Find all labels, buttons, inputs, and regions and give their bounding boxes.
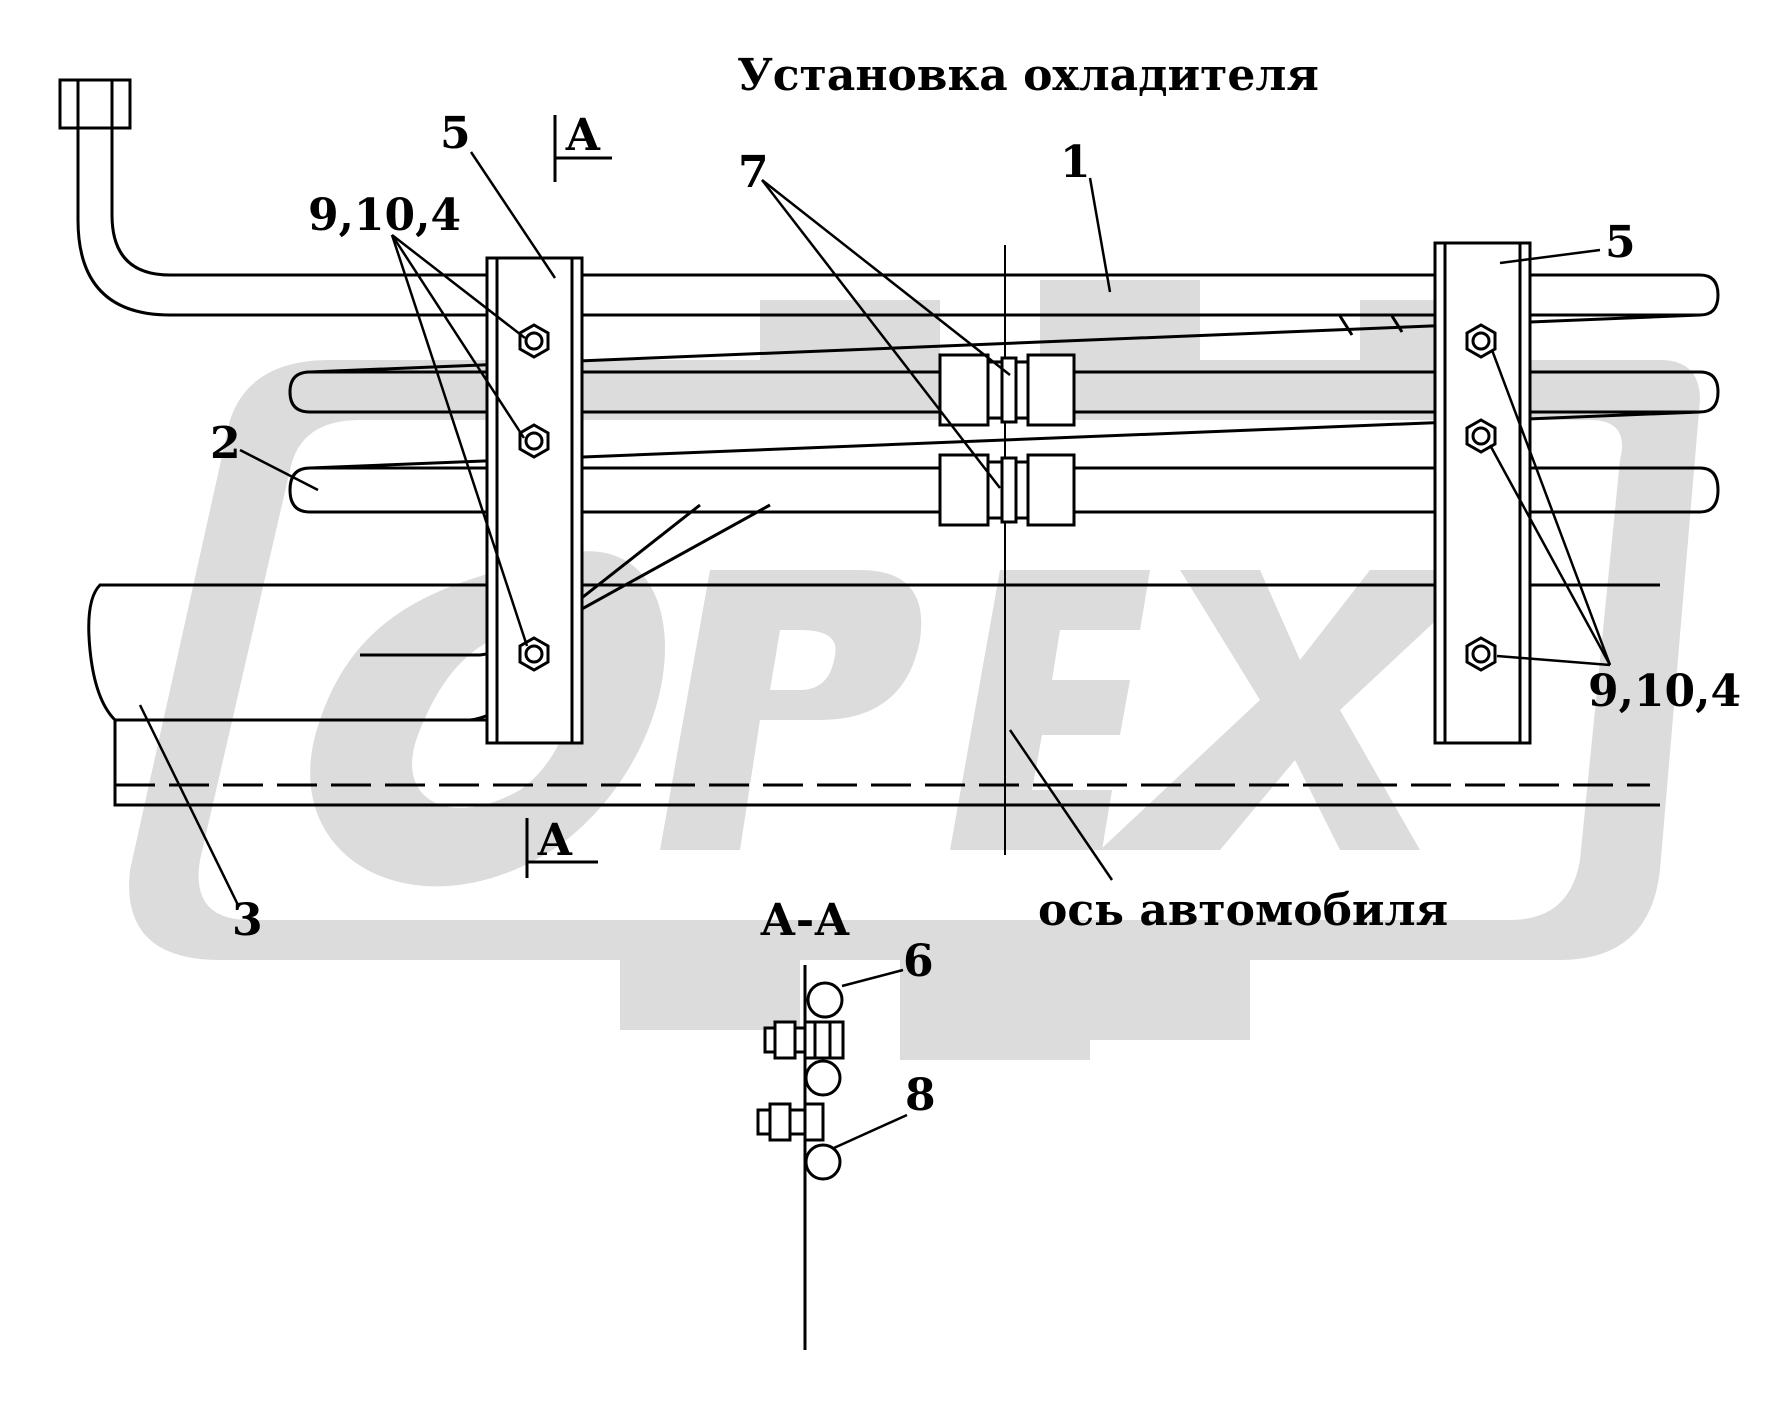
callout-3: 3 [232,895,263,946]
leader-lines [138,151,1612,1154]
bolt-left-1 [518,323,550,359]
watermark-logo [129,280,1700,1060]
bolt-left-3 [518,636,550,672]
callout-1: 1 [1060,137,1091,188]
coupling-upper [938,353,1076,427]
callout-5-left: 5 [440,108,471,159]
section-bolt-lower [756,1102,825,1142]
watermark-letters [310,551,1490,887]
bolts [518,323,1497,672]
section-mark-top [553,115,612,182]
tube-section-middle [804,1059,842,1097]
bolt-left-2 [518,423,550,459]
drawing-title: Установка охладителя [737,50,1319,101]
callout-5-right: 5 [1605,217,1636,268]
callout-2: 2 [210,418,241,469]
callout-7: 7 [738,147,769,198]
section-view-title: А-А [760,895,850,946]
tube-section-8 [804,1143,842,1181]
callout-9-10-4-right: 9,10,4 [1588,666,1741,717]
section-mark-top-label: А [565,110,601,161]
vehicle-axis-label: ось автомобиля [1038,885,1448,936]
bolt-right-3 [1465,636,1497,672]
section-bolt-upper [763,1020,845,1060]
callout-9-10-4-left: 9,10,4 [308,190,461,241]
bolt-right-1 [1465,323,1497,359]
section-view-a-a [756,965,845,1350]
coupling-lower [938,453,1076,527]
callout-6: 6 [903,936,934,987]
bolt-right-2 [1465,418,1497,454]
couplings [938,353,1076,527]
section-mark-bottom-label: А [537,815,573,866]
callout-8: 8 [905,1070,936,1121]
inlet-nut [58,78,132,130]
tube-section-6 [806,981,844,1019]
section-mark-bottom [525,818,598,878]
inlet-pipe [58,78,1700,317]
